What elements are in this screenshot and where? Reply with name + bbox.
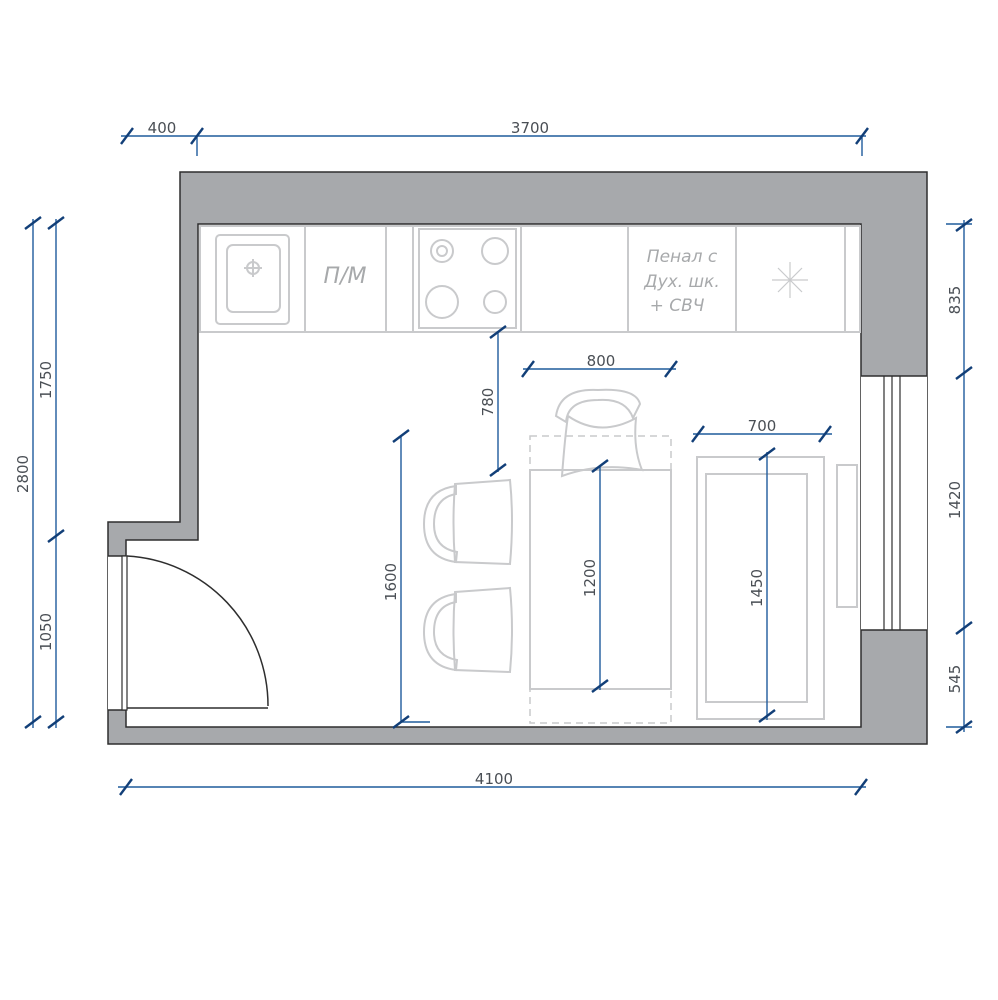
- dim-top-main: 3700: [511, 119, 549, 137]
- sink: [215, 234, 290, 325]
- chair-top: [554, 388, 644, 478]
- window: [861, 375, 927, 631]
- radiator: [836, 464, 858, 608]
- dim-chair-width: 800: [587, 352, 616, 370]
- walls: [107, 171, 928, 745]
- dim-right-window: 1420: [946, 481, 964, 519]
- chair-left-upper: [422, 478, 513, 566]
- dishwasher-label: П/М: [324, 264, 367, 289]
- door-leaf: [121, 555, 128, 711]
- dim-top-left: 400: [148, 119, 177, 137]
- dim-table-length: 1200: [581, 559, 599, 597]
- dim-aisle-gap: 780: [479, 388, 497, 417]
- cooktop: [418, 228, 517, 329]
- room-interior: [125, 223, 862, 728]
- dim-bench-depth: 700: [748, 417, 777, 435]
- door: [108, 555, 269, 711]
- pantry-label: Пенал с Дух. шк. + СВЧ: [643, 247, 719, 316]
- dim-left-upper: 1750: [37, 361, 55, 399]
- dim-sofa-length: 1450: [748, 569, 766, 607]
- asterisk-icon: [772, 262, 808, 298]
- chair-left-lower: [422, 586, 513, 674]
- dim-right-top: 835: [946, 286, 964, 315]
- dim-bench-length: 1600: [382, 563, 400, 601]
- dim-right-bottom: 545: [946, 665, 964, 694]
- dimension-lines: 400 3700 4100 2800 1750 1050 835 1420 54…: [14, 119, 973, 796]
- svg-text:Пенал с: Пенал с: [647, 247, 718, 267]
- dim-left-lower: 1050: [37, 613, 55, 651]
- door-swing-arc: [126, 555, 269, 707]
- dim-left-total: 2800: [14, 455, 32, 493]
- svg-text:+ СВЧ: + СВЧ: [650, 296, 705, 316]
- svg-text:Дух. шк.: Дух. шк.: [643, 272, 719, 292]
- dim-bottom-total: 4100: [475, 770, 513, 788]
- sofa: [696, 456, 825, 720]
- kitchen-counter: П/М Пенал с Дух. шк. + СВЧ: [199, 225, 861, 333]
